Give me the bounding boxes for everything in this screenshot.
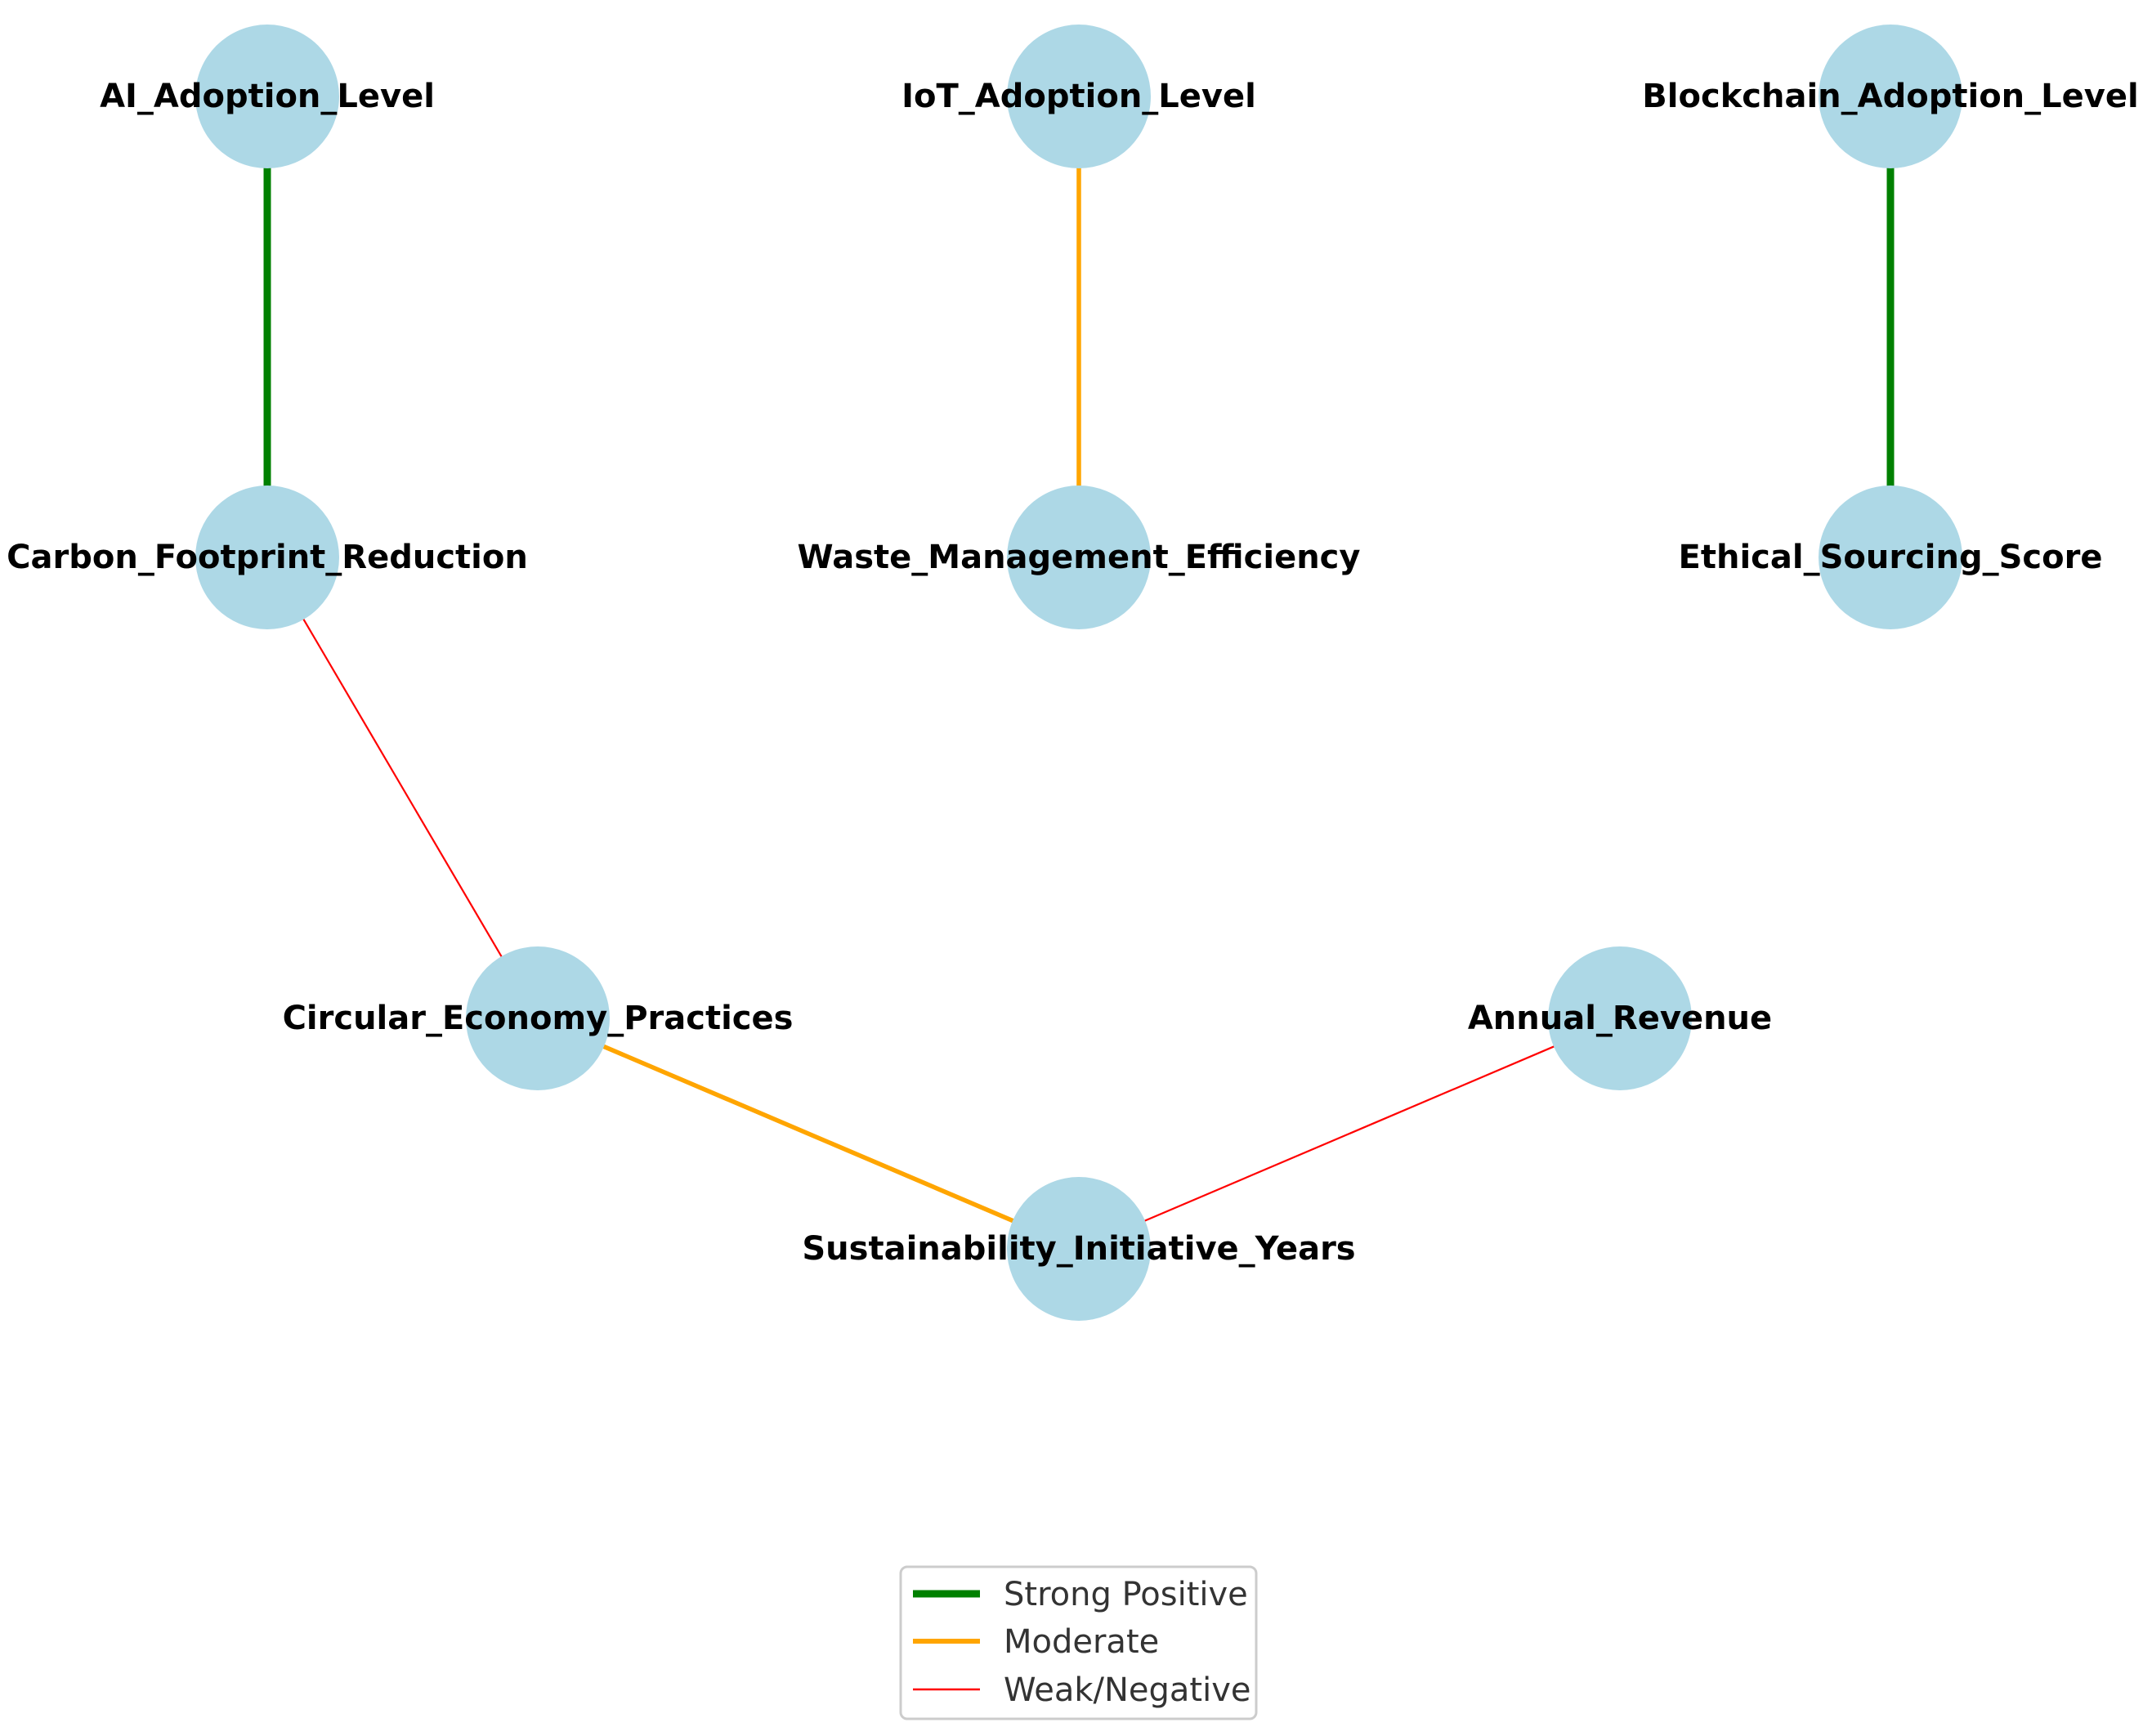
legend-label-moderate: Moderate <box>1004 1623 1159 1661</box>
legend: Strong Positive Moderate Weak/Negative <box>899 1565 1258 1720</box>
node-sustainability: Sustainability_Initiative_Years <box>802 1177 1356 1321</box>
node-label: Ethical_Sourcing_Score <box>1679 539 2103 576</box>
node-label: Circular_Economy_Practices <box>283 1000 794 1037</box>
nodes-layer: AI_Adoption_Level IoT_Adoption_Level Block… <box>7 25 2139 1321</box>
node-label: Waste_Management_Efficiency <box>798 539 1361 576</box>
node-iot: IoT_Adoption_Level <box>901 25 1256 168</box>
edge-revenue-sustainability <box>1078 1017 1621 1251</box>
node-circle <box>1007 485 1151 629</box>
edge-circular-sustainability <box>536 1016 1080 1251</box>
node-waste: Waste_Management_Efficiency <box>798 485 1361 629</box>
node-label: Blockchain_Adoption_Level <box>1642 78 2138 115</box>
legend-label-strong: Strong Positive <box>1004 1576 1248 1613</box>
node-circle <box>466 946 610 1090</box>
legend-label-weak: Weak/Negative <box>1004 1671 1250 1709</box>
node-ai: AI_Adoption_Level <box>100 25 435 168</box>
legend-box <box>899 1565 1258 1720</box>
node-ethical: Ethical_Sourcing_Score <box>1679 485 2103 629</box>
node-blockchain: Blockchain_Adoption_Level <box>1642 25 2139 168</box>
node-circular: Circular_Economy_Practices <box>283 946 794 1090</box>
edge-carbon-circular <box>266 557 539 1019</box>
node-carbon: Carbon_Footprint_Reduction <box>7 485 528 629</box>
node-revenue: Annual_Revenue <box>1468 946 1772 1090</box>
node-label: Carbon_Footprint_Reduction <box>7 539 528 576</box>
node-circle <box>1007 25 1151 168</box>
node-label: Sustainability_Initiative_Years <box>802 1230 1355 1268</box>
node-circle <box>1007 1177 1151 1321</box>
node-circle <box>195 25 339 168</box>
node-label: IoT_Adoption_Level <box>901 78 1256 115</box>
node-circle <box>195 485 339 629</box>
node-circle <box>1548 946 1692 1090</box>
node-circle <box>1819 25 1962 168</box>
edges-layer <box>263 96 1895 1251</box>
node-label: AI_Adoption_Level <box>100 78 435 115</box>
node-circle <box>1819 485 1962 629</box>
node-label: Annual_Revenue <box>1468 1000 1772 1037</box>
